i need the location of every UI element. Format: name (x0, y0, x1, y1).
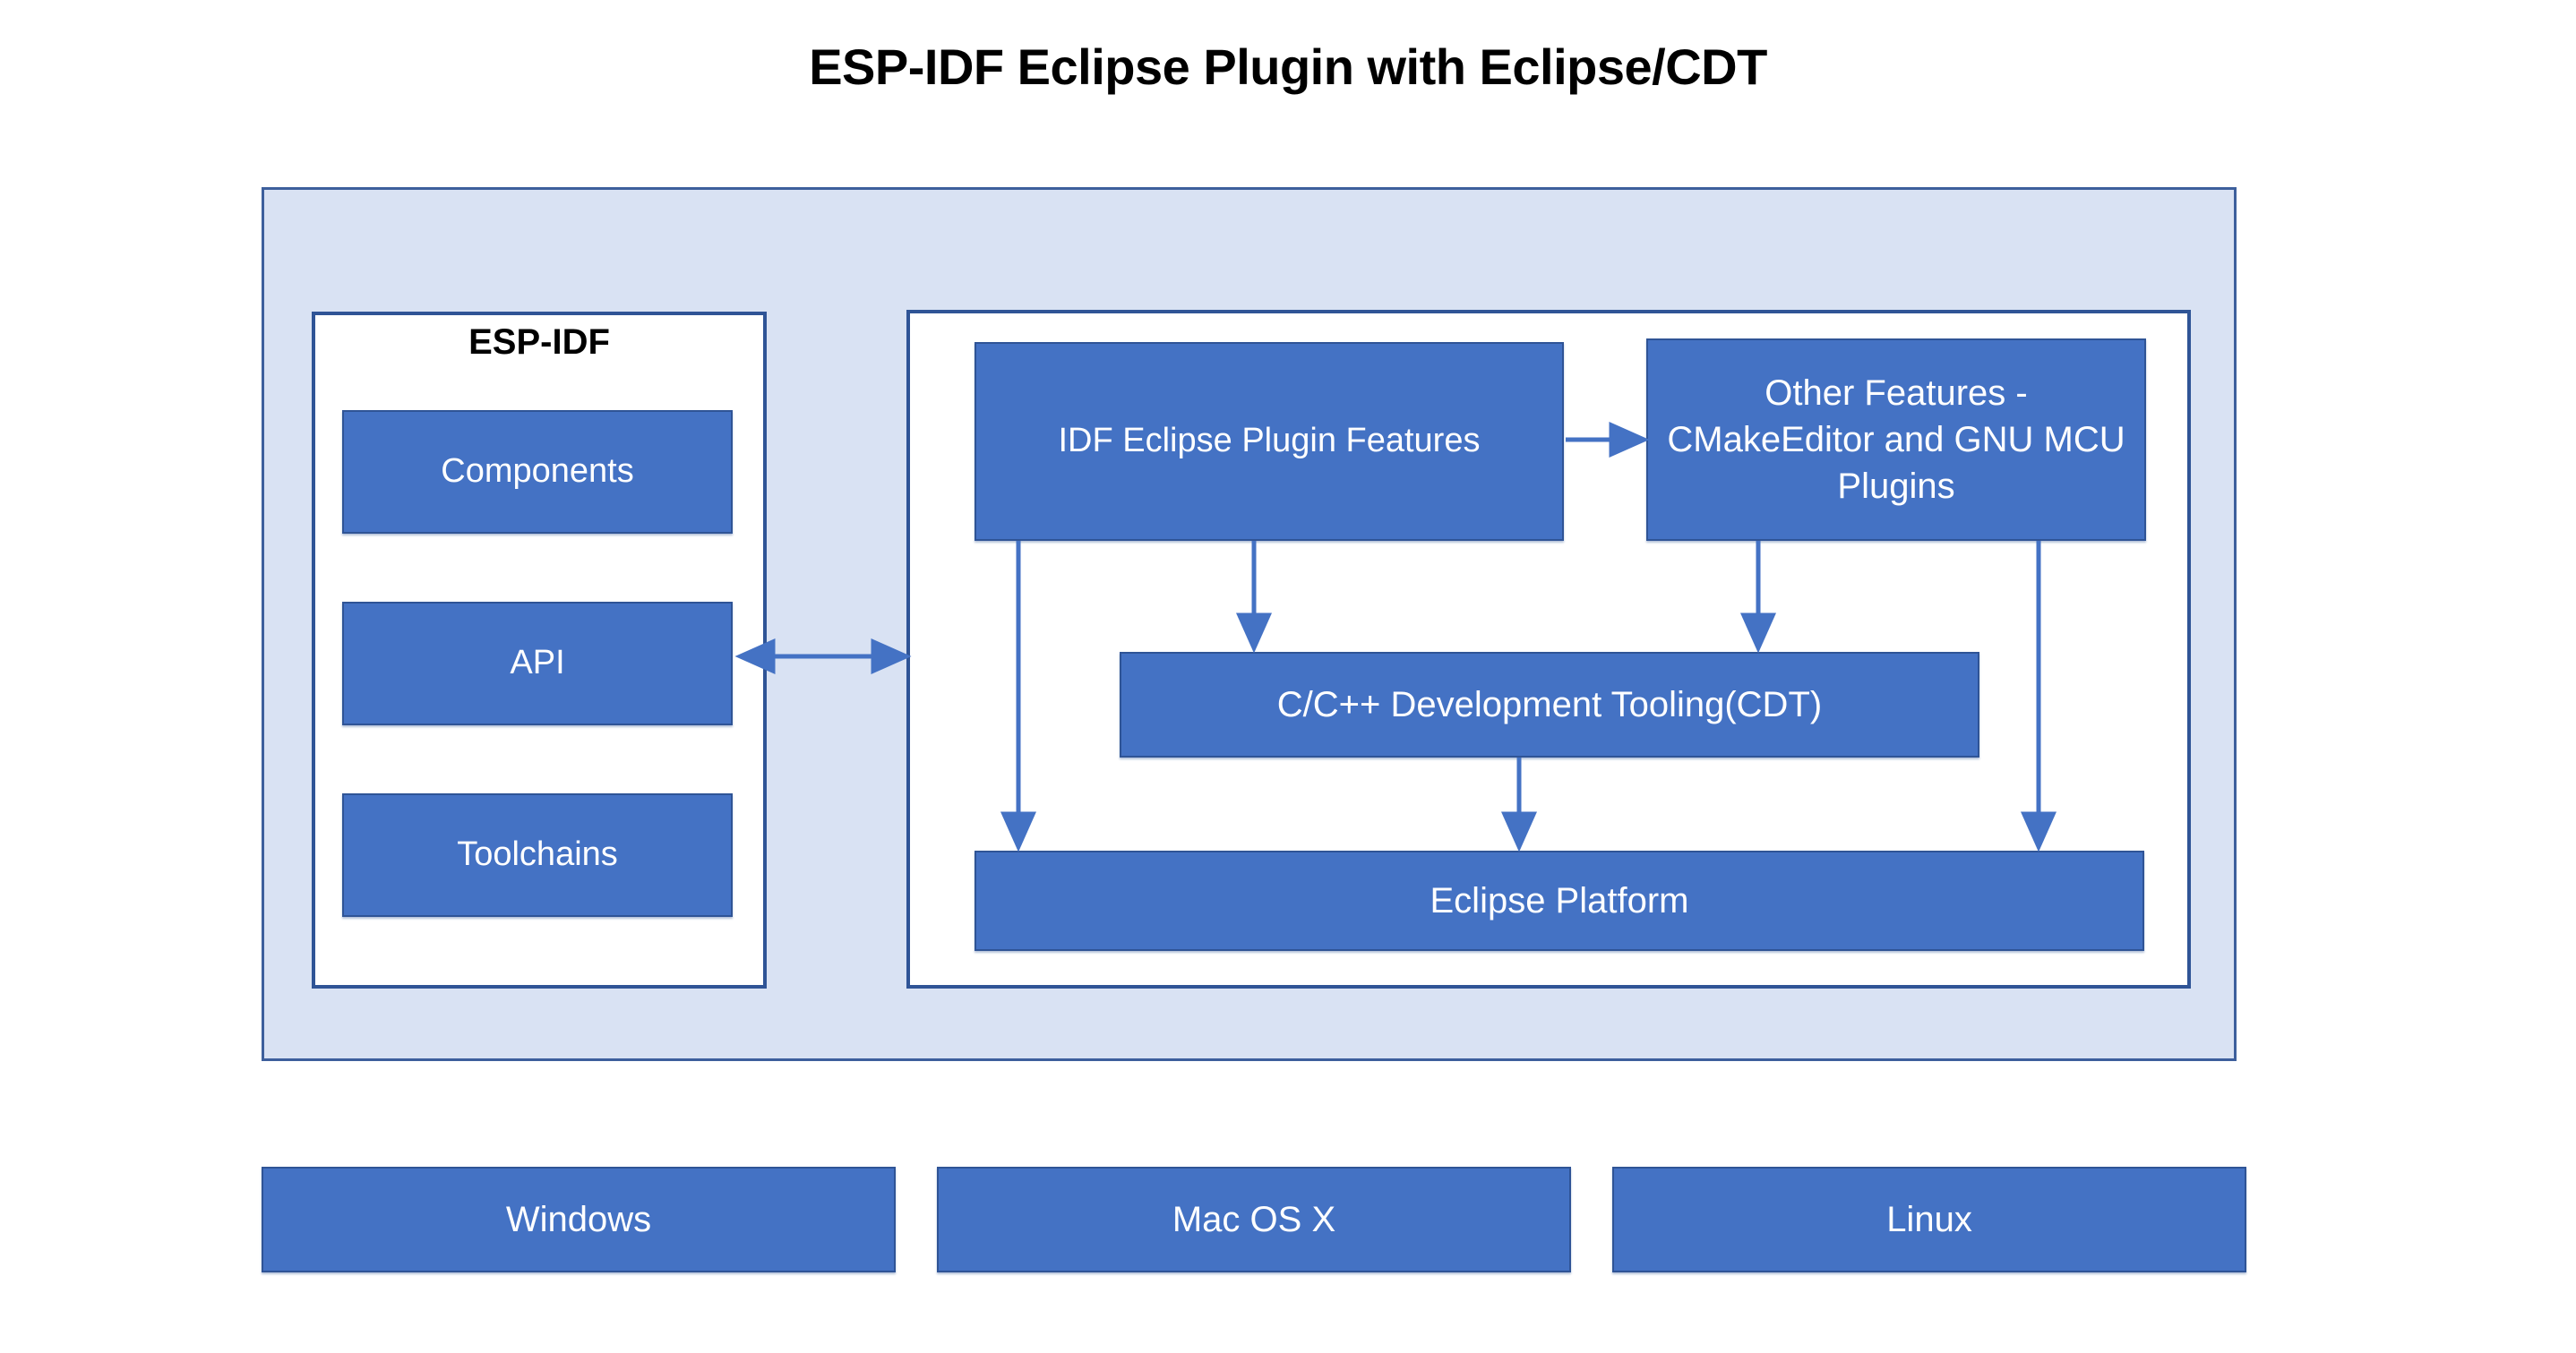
page-title: ESP-IDF Eclipse Plugin with Eclipse/CDT (809, 39, 1767, 95)
box-idf-eclipse-plugin-features[interactable]: IDF Eclipse Plugin Features (975, 342, 1564, 541)
esp-idf-panel-heading: ESP-IDF (468, 322, 610, 362)
box-api[interactable]: API (342, 602, 733, 725)
box-mac-os-x[interactable]: Mac OS X (937, 1167, 1571, 1272)
box-other-features[interactable]: Other Features - CMakeEditor and GNU MCU… (1646, 338, 2146, 541)
box-eclipse-platform[interactable]: Eclipse Platform (975, 851, 2144, 951)
box-windows[interactable]: Windows (262, 1167, 896, 1272)
box-toolchains[interactable]: Toolchains (342, 793, 733, 917)
box-cdt[interactable]: C/C++ Development Tooling(CDT) (1120, 652, 1979, 758)
box-linux[interactable]: Linux (1612, 1167, 2246, 1272)
box-components[interactable]: Components (342, 410, 733, 534)
